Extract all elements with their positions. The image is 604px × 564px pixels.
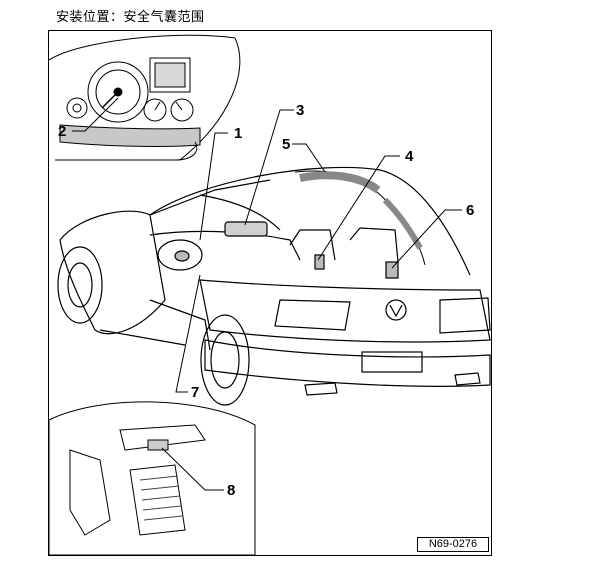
callout-3: 3: [296, 102, 304, 119]
steering-wheel: [157, 239, 203, 271]
left-dial: [66, 97, 88, 119]
vw-logo: [385, 299, 407, 321]
page-caption: 安装位置：安全气囊范围: [56, 10, 205, 25]
fuel-gauge: [170, 98, 194, 122]
figure-reference: N69-0276: [417, 537, 489, 552]
callout-2: 2: [58, 123, 66, 140]
curtain-airbag: [299, 171, 381, 194]
callout-leaders: [72, 97, 462, 491]
license-plate: [361, 351, 423, 373]
speedometer-gauge: [87, 61, 149, 123]
callout-6: 6: [466, 202, 474, 219]
passenger-airbag: [224, 221, 268, 237]
display-screen: [149, 57, 191, 93]
control-module: [147, 439, 169, 451]
rear-airbag-unit: [385, 261, 399, 279]
callout-5: 5: [282, 136, 290, 153]
instrument-cluster-inset: [48, 34, 241, 161]
side-airbag-unit: [314, 254, 325, 270]
callout-7: 7: [191, 384, 199, 401]
callout-4: 4: [405, 148, 414, 165]
callout-1: 1: [234, 125, 242, 142]
floor-mat: [129, 464, 186, 536]
callout-8: 8: [227, 482, 235, 499]
car-illustration: [57, 166, 491, 406]
front-wheel: [57, 246, 103, 324]
pedal-inset: [48, 401, 256, 556]
temp-gauge: [143, 98, 167, 122]
callout-labels: 1 2 3 4 5 6 7 8: [58, 102, 474, 499]
diagram-frame: [48, 30, 492, 556]
rear-wheel: [200, 314, 250, 406]
